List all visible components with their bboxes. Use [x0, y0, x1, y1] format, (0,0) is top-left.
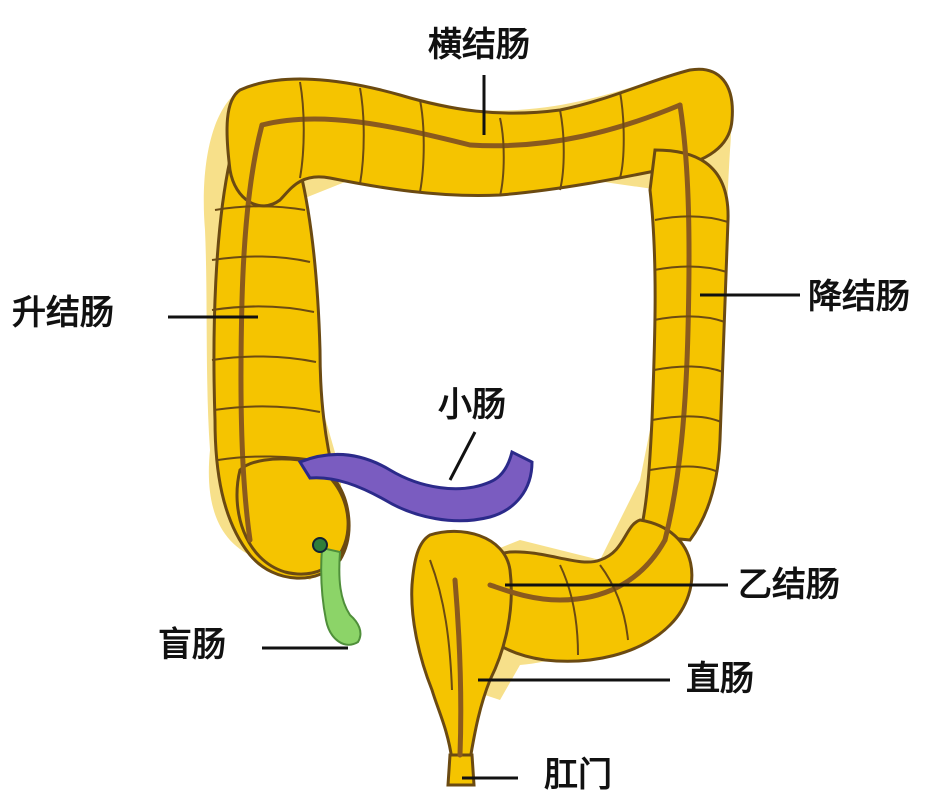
- label-small-intestine: 小肠: [438, 388, 506, 422]
- leader-small-intestine: [450, 432, 475, 480]
- label-sigmoid-colon: 乙结肠: [738, 568, 840, 602]
- ileocecal-valve: [313, 538, 327, 552]
- label-anus: 肛门: [544, 758, 612, 792]
- label-cecum: 盲肠: [158, 628, 226, 662]
- descending-colon: [640, 150, 728, 540]
- label-descending-colon: 降结肠: [808, 280, 910, 314]
- label-transverse-colon: 横结肠: [428, 28, 530, 62]
- appendix: [321, 548, 360, 645]
- label-ascending-colon: 升结肠: [12, 296, 114, 330]
- anal-canal: [448, 755, 474, 785]
- label-rectum: 直肠: [686, 662, 754, 696]
